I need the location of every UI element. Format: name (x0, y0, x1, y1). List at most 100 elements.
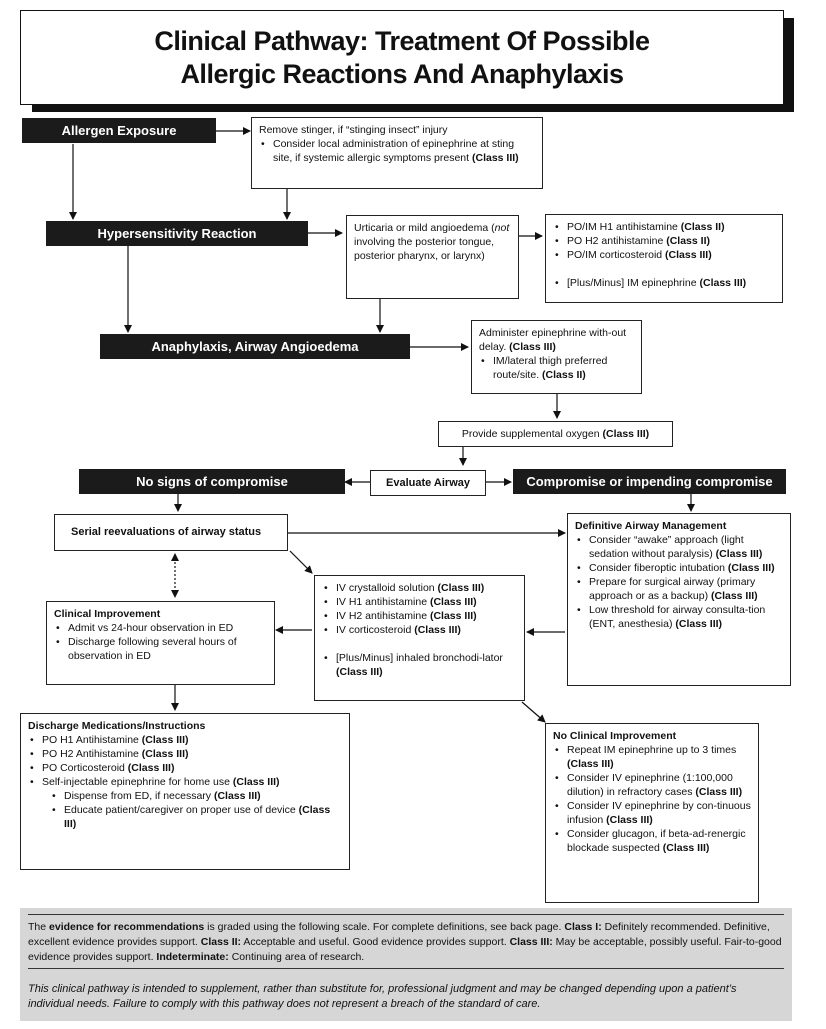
list-item: [Plus/Minus] inhaled bronchodi-lator (Cl… (322, 651, 517, 679)
arrow-serial-to-iv (289, 550, 313, 574)
item-text: Educate patient/caregiver on proper use … (64, 804, 299, 816)
item-text: PO H2 antihistamine (567, 235, 667, 247)
evidence-panel (20, 908, 792, 1021)
item-text: IV crystalloid solution (336, 582, 438, 594)
epinephrine-bullet-class: (Class II) (542, 369, 586, 381)
item-text: [Plus/Minus] inhaled bronchodi-lator (336, 652, 503, 664)
divider (28, 914, 784, 915)
item-text: PO/IM corticosteroid (567, 249, 666, 261)
list-item: Prepare for surgical airway (primary app… (575, 575, 783, 603)
definitive-airway-box: Definitive Airway Management Consider “a… (567, 513, 791, 686)
item-class: (Class III) (127, 762, 175, 774)
arrow-iv-to-noimprovement (521, 701, 546, 723)
evidence-b3: Class II: (200, 936, 242, 948)
item-text: PO H2 Antihistamine (42, 748, 142, 760)
stinger-box: Remove stinger, if “stinging insect” inj… (251, 117, 543, 189)
evidence-b2: Class I: (564, 921, 602, 933)
list-item: PO/IM corticosteroid (Class III) (553, 248, 775, 262)
item-text: PO Corticosteroid (42, 762, 128, 774)
no-improvement-box: No Clinical Improvement Repeat IM epinep… (545, 723, 759, 903)
epinephrine-line: Administer epinephrine with-out delay. (479, 327, 627, 353)
item-class: (Class III) (141, 748, 189, 760)
divider (28, 968, 784, 969)
list-item: Consider IV epinephrine (1:100,000 dilut… (553, 771, 751, 799)
stinger-bullet: Consider local administration of epineph… (259, 137, 535, 165)
list-item: IV crystalloid solution (Class III) (322, 581, 517, 595)
list-item: Repeat IM epinephrine up to 3 times (Cla… (553, 743, 751, 771)
clinical-improvement-box: Clinical Improvement Admit vs 24-hour ob… (46, 601, 275, 685)
list-item: [Plus/Minus] IM epinephrine (Class III) (553, 276, 775, 290)
hypersensitivity-bar: Hypersensitivity Reaction (46, 221, 308, 246)
item-class: (Class III) (336, 666, 383, 678)
stinger-class: (Class III) (471, 152, 519, 164)
list-item: PO H1 Antihistamine (Class III) (28, 733, 342, 747)
evidence-p4: Acceptable and useful. Good evidence pro… (241, 936, 510, 948)
list-item: IV H1 antihistamine (Class III) (322, 595, 517, 609)
item-text: PO/IM H1 antihistamine (567, 221, 681, 233)
item-class: (Class III) (606, 814, 653, 826)
item-class: (Class III) (675, 618, 723, 630)
item-class: (Class III) (429, 610, 477, 622)
item-class: (Class III) (64, 804, 331, 830)
evidence-p6: Continuing area of research. (228, 951, 365, 963)
title-line-2: Allergic Reactions And Anaphylaxis (180, 59, 624, 89)
evidence-p1: The (28, 921, 50, 933)
anaphylaxis-bar: Anaphylaxis, Airway Angioedema (100, 334, 410, 359)
evidence-text: The evidence for recommendations is grad… (28, 920, 784, 965)
evidence-b5: Indeterminate: (156, 951, 229, 963)
evidence-p5: May be acceptable, possibly useful. Fair… (28, 936, 782, 963)
urticaria-text-pre: Urticaria or mild angioedema ( (354, 222, 495, 234)
no-signs-bar: No signs of compromise (79, 469, 345, 494)
item-class: (Class III) (437, 582, 485, 594)
evidence-b1: evidence for recommendations (49, 921, 205, 933)
stinger-line: Remove stinger, if “stinging insect” inj… (259, 124, 448, 136)
item-text: IV corticosteroid (336, 624, 415, 636)
list-item: PO/IM H1 antihistamine (Class II) (553, 220, 775, 234)
page-title: Clinical Pathway: Treatment Of Possible … (20, 10, 784, 105)
list-item: Low threshold for airway consulta-tion (… (575, 603, 783, 631)
item-class: (Class III) (711, 590, 758, 602)
evidence-p3: Definitely recommended. Definitive, exce… (28, 921, 770, 948)
evidence-p2: is graded using the following scale. For… (204, 921, 565, 933)
item-text: Dispense from ED, if necessary (64, 790, 214, 802)
list-item: Dispense from ED, if necessary (Class II… (28, 789, 342, 803)
disclaimer-text: This clinical pathway is intended to sup… (28, 983, 737, 1010)
definitive-heading: Definitive Airway Management (575, 520, 727, 532)
item-class: (Class II) (666, 235, 710, 247)
antihistamine-box: PO/IM H1 antihistamine (Class II) PO H2 … (545, 214, 783, 303)
list-item: Consider IV epinephrine by con-tinuous i… (553, 799, 751, 827)
item-class: (Class III) (213, 790, 261, 802)
epinephrine-bullet: IM/lateral thigh preferred route/site. (… (479, 354, 634, 382)
item-class: (Class III) (141, 734, 189, 746)
title-line-1: Clinical Pathway: Treatment Of Possible (154, 26, 650, 56)
item-class: (Class II) (680, 221, 725, 233)
epinephrine-class: (Class III) (509, 341, 556, 353)
list-item: Consider “awake” approach (light sedatio… (575, 533, 783, 561)
list-item: Consider fiberoptic intubation (Class II… (575, 561, 783, 575)
item-text: Low threshold for airway consulta-tion (… (589, 604, 766, 630)
list-item: Admit vs 24-hour observation in ED (54, 621, 267, 635)
list-item: PO Corticosteroid (Class III) (28, 761, 342, 775)
urticaria-text-post: involving the posterior tongue, posterio… (354, 236, 495, 262)
stinger-bullet-text: Consider local administration of epineph… (273, 138, 515, 164)
item-text: Consider IV epinephrine (1:100,000 dilut… (567, 772, 733, 798)
list-item: IV corticosteroid (Class III) (322, 623, 517, 637)
list-item: PO H2 antihistamine (Class II) (553, 234, 775, 248)
item-text: Repeat IM epinephrine up to 3 times (567, 744, 737, 756)
item-text: IV H2 antihistamine (336, 610, 430, 622)
evidence-b4: Class III: (509, 936, 553, 948)
item-text: IV H1 antihistamine (336, 596, 430, 608)
item-class: (Class III) (727, 562, 775, 574)
item-class: (Class III) (567, 758, 614, 770)
list-item: IV H2 antihistamine (Class III) (322, 609, 517, 623)
list-item: Educate patient/caregiver on proper use … (28, 803, 342, 831)
item-class: (Class III) (695, 786, 743, 798)
oxygen-text: Provide supplemental oxygen (461, 428, 603, 440)
item-class: (Class III) (429, 596, 477, 608)
serial-reevaluation-box: Serial reevaluations of airway status (54, 514, 288, 551)
item-class: (Class III) (662, 842, 710, 854)
discharge-box: Discharge Medications/Instructions PO H1… (20, 713, 350, 870)
item-class: (Class III) (715, 548, 763, 560)
item-text: [Plus/Minus] IM epinephrine (567, 277, 700, 289)
